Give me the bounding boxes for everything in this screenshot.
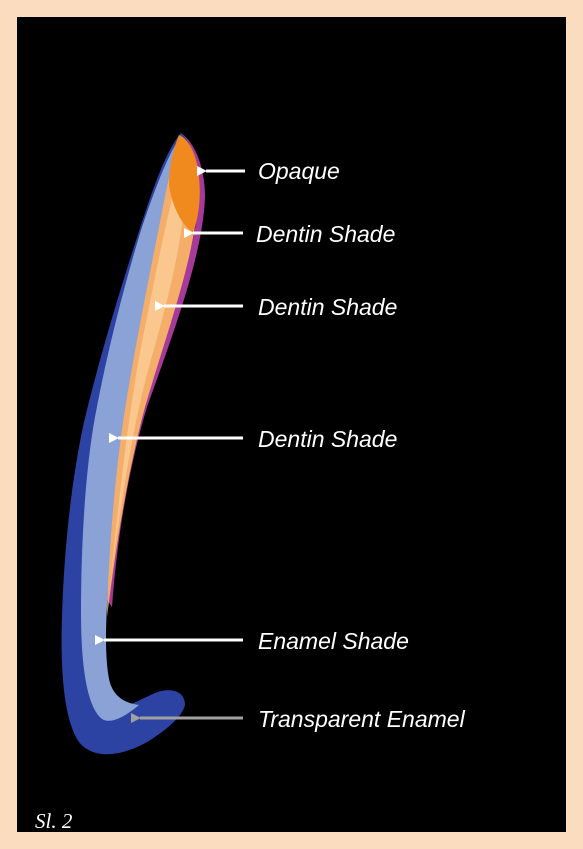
label-enamel-shade: Enamel Shade bbox=[258, 628, 409, 654]
label-dentin-shade-1: Dentin Shade bbox=[256, 221, 395, 247]
label-dentin-shade-2: Dentin Shade bbox=[258, 294, 397, 320]
figure-caption: Sl. 2 bbox=[35, 809, 72, 834]
diagram-panel: Opaque Dentin Shade Dentin Shade Dentin … bbox=[17, 17, 566, 832]
label-dentin-shade-3: Dentin Shade bbox=[258, 426, 397, 452]
label-transparent-enamel: Transparent Enamel bbox=[258, 706, 465, 732]
label-opaque: Opaque bbox=[258, 158, 340, 184]
